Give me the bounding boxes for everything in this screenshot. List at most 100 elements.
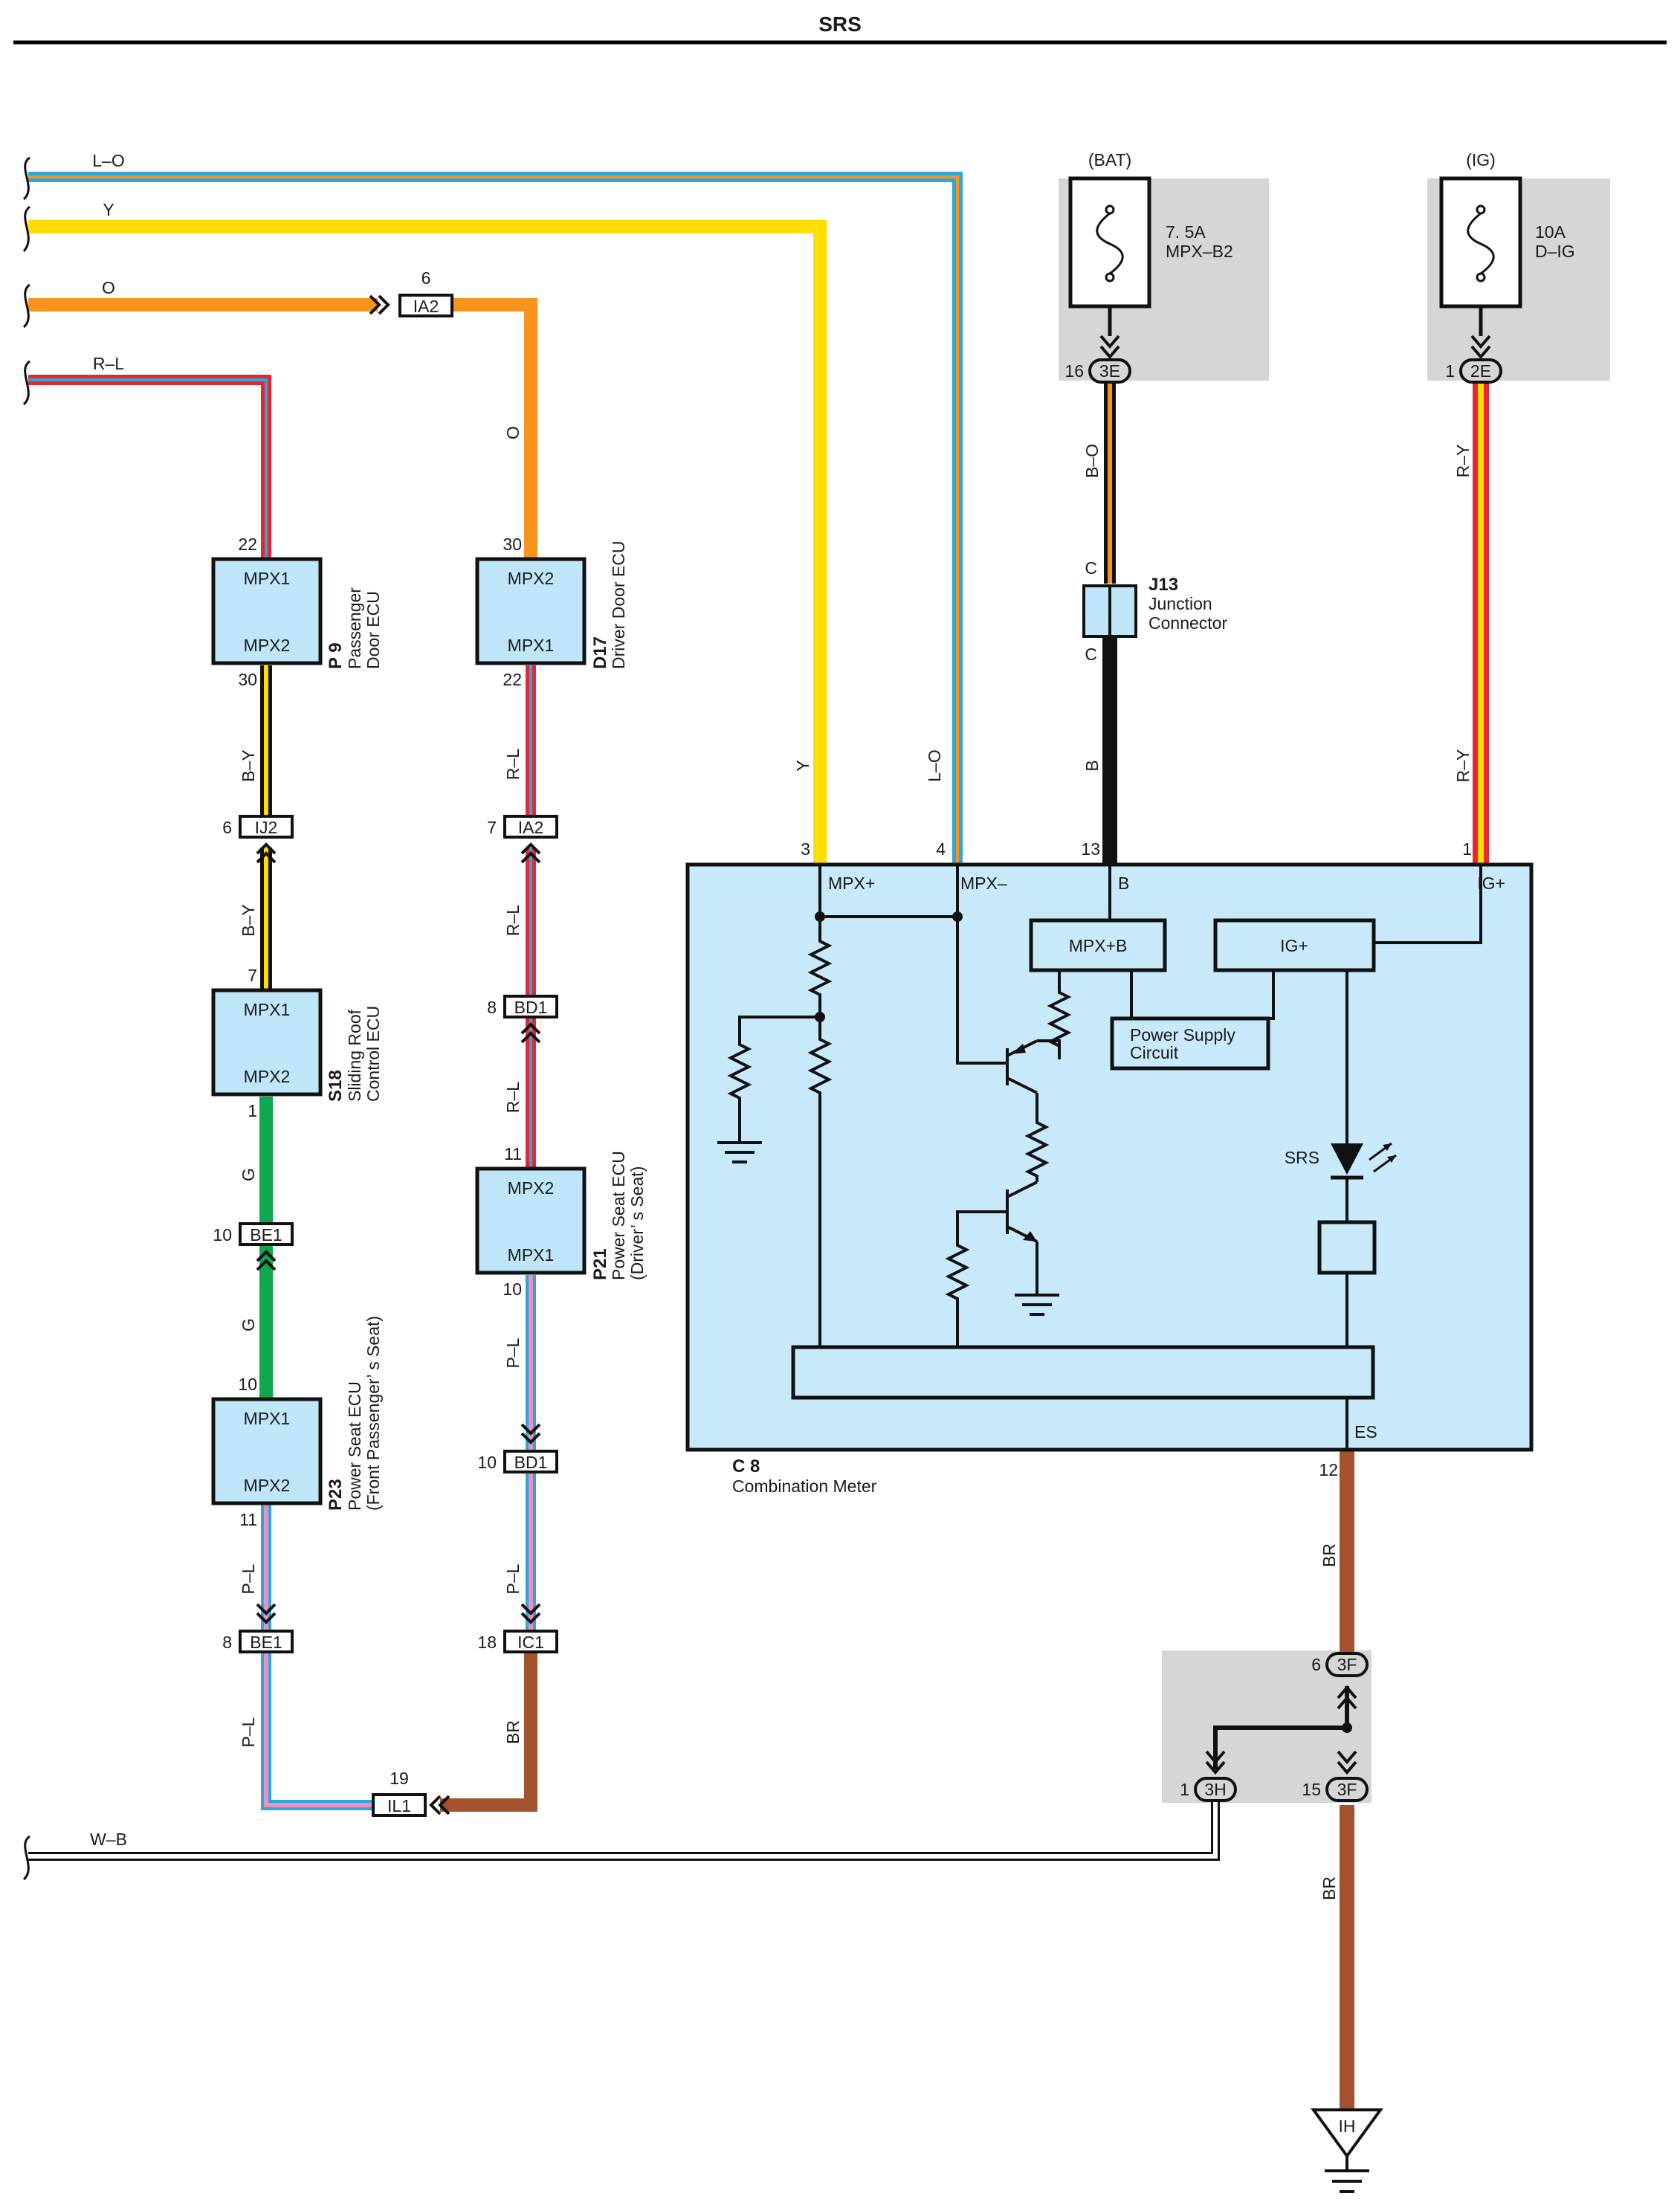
ecu-p9-line1: Passenger — [345, 587, 364, 669]
label-wire-br-es: BR — [1319, 1543, 1339, 1567]
meter-name: Combination Meter — [732, 1476, 877, 1496]
label-wire-g-2: G — [239, 1318, 258, 1331]
meter-pin-4: 4 — [936, 839, 946, 859]
fuse-ig-rating: 10A — [1535, 222, 1566, 242]
ecu-s18-t1: MPX1 — [244, 1000, 291, 1019]
connector-ij2-code: IJ2 — [255, 818, 278, 837]
label-wire-rl-2: R–L — [503, 905, 523, 936]
meter-block-driver — [1317, 1220, 1377, 1275]
label-wire-rl-3: R–L — [503, 1082, 523, 1113]
junction-line1: Junction — [1148, 594, 1212, 613]
connector-bd1-b-pin: 10 — [477, 1453, 497, 1472]
connector-bd1-a-pin: 8 — [487, 998, 497, 1017]
ecu-d17-pin-bot: 22 — [503, 670, 522, 689]
label-wire-by-2: B–Y — [239, 904, 258, 936]
ecu-s18-pin-top: 7 — [248, 966, 257, 985]
ecu-d17-t2: MPX1 — [508, 636, 555, 655]
fuse-bat-rating: 7. 5A — [1166, 222, 1206, 242]
transistor-2-arrow-icon — [1023, 1231, 1037, 1242]
ecu-p9-t2: MPX2 — [244, 636, 291, 655]
meter-pin-1: 1 — [1462, 839, 1472, 859]
label-wire-g-1: G — [239, 1168, 258, 1181]
ecu-d17-pin-top: 30 — [503, 535, 522, 554]
ecu-p9-code: P 9 — [326, 642, 346, 669]
connector-ic1-code: IC1 — [517, 1633, 544, 1652]
label-wire-lo-meter: L–O — [925, 749, 944, 781]
transistor-1-arrow-icon — [1011, 1044, 1026, 1054]
ecu-p23-code: P23 — [326, 1479, 346, 1511]
ecu-s18-line1: Sliding Roof — [345, 1009, 364, 1102]
ecu-s18-t2: MPX2 — [244, 1067, 291, 1086]
meter-term-mpxm: MPX– — [960, 874, 1007, 893]
connector-il1-code: IL1 — [387, 1796, 411, 1815]
connector-be1-a: BE1 10 — [213, 1222, 294, 1271]
ecu-p23-pin-top: 10 — [238, 1375, 257, 1394]
connector-3f-top-pin: 6 — [1311, 1655, 1321, 1674]
connector-3h-code: 3H — [1204, 1780, 1226, 1799]
meter-pin-13: 13 — [1081, 839, 1100, 859]
ecu-d17-code: D17 — [590, 636, 610, 669]
wire-break-marks — [22, 156, 31, 1881]
label-wire-br-left: BR — [503, 1720, 523, 1744]
label-wire-pl-2: P–L — [239, 1717, 258, 1747]
meter-block-ig-label: IG+ — [1280, 936, 1308, 955]
label-wire-by-1: B–Y — [239, 749, 258, 781]
meter-block-psc-line1: Power Supply — [1130, 1025, 1235, 1045]
ecu-p21-pin-top: 11 — [504, 1144, 522, 1163]
connector-bd1-a: BD1 8 — [487, 995, 558, 1044]
ecu-p21-line1: Power Seat ECU — [609, 1151, 628, 1280]
junction-line2: Connector — [1148, 613, 1227, 633]
connector-3f-top-code: 3F — [1337, 1655, 1357, 1674]
ecu-p21-pin-bot: 10 — [503, 1279, 522, 1299]
connector-3h: 3H 1 — [1180, 1750, 1237, 1802]
meter-srs-label: SRS — [1285, 1148, 1319, 1167]
connector-be1-a-code: BE1 — [250, 1225, 282, 1245]
label-wire-ry-1: R–Y — [1453, 445, 1473, 478]
junction-code: J13 — [1148, 575, 1178, 595]
connector-ia2-top: IA2 6 — [369, 268, 453, 317]
label-wire-o-mid: O — [503, 426, 523, 439]
connector-2e-pin: 1 — [1445, 361, 1455, 381]
ecu-p21-line2: (Driver’ s Seat) — [627, 1166, 647, 1280]
connector-bd1-b: BD1 10 — [477, 1423, 558, 1473]
meter-block-mpxb-label: MPX+B — [1069, 936, 1128, 955]
ecu-p21: 11 MPX2 MPX1 10 P21 Power Seat ECU (Driv… — [475, 1144, 647, 1299]
label-wire-pl-4: P–L — [503, 1563, 523, 1594]
label-wire-rl-top: R–L — [93, 354, 124, 373]
connector-3f-top: 3F 6 — [1311, 1652, 1369, 1710]
ecu-s18-pin-bot: 1 — [248, 1101, 257, 1120]
ground-ih-code: IH — [1339, 2117, 1356, 2136]
page-title: SRS — [818, 13, 862, 36]
connector-ia2-pin: 7 — [487, 818, 497, 837]
label-wire-pl-1: P–L — [239, 1563, 258, 1594]
connector-il1: IL1 19 — [372, 1769, 450, 1817]
meter-block-psc-line2: Circuit — [1130, 1043, 1179, 1062]
connector-2e-code: 2E — [1470, 361, 1491, 381]
junction-pin-top: C — [1085, 558, 1097, 578]
ecu-p23-line1: Power Seat ECU — [345, 1381, 364, 1511]
fuse-ig-element-icon — [1467, 212, 1495, 275]
meter-pin-12: 12 — [1319, 1460, 1338, 1479]
label-wire-pl-3: P–L — [503, 1337, 523, 1368]
ecu-s18-line2: Control ECU — [364, 1006, 383, 1102]
fuse-bat-name: MPX–B2 — [1166, 242, 1233, 261]
meter-internal-circuit — [727, 865, 1482, 1450]
fuse-ig-name: D–IG — [1535, 242, 1575, 261]
connector-ia2-top-pin: 6 — [421, 268, 431, 288]
connector-be1-b-code: BE1 — [250, 1633, 282, 1652]
meter-block-bus — [791, 1345, 1375, 1400]
wire-wb — [28, 1799, 1220, 1861]
label-wire-y-top: Y — [103, 200, 114, 219]
ecu-p9-pin-top: 22 — [238, 535, 257, 554]
ecu-p23: 10 MPX1 MPX2 11 P23 Power Seat ECU (Fron… — [211, 1316, 383, 1529]
label-wire-ry-2: R–Y — [1453, 749, 1473, 783]
meter-code: C 8 — [732, 1456, 760, 1476]
wire-o-right — [452, 298, 537, 559]
ecu-p23-pin-bot: 11 — [239, 1510, 257, 1529]
connector-3e-code: 3E — [1099, 361, 1120, 381]
ecu-p21-t2: MPX1 — [508, 1245, 555, 1265]
connector-ij2: IJ2 6 — [222, 815, 294, 864]
label-wire-y-meter: Y — [793, 760, 812, 771]
fuse-bat-source: (BAT) — [1088, 150, 1131, 170]
